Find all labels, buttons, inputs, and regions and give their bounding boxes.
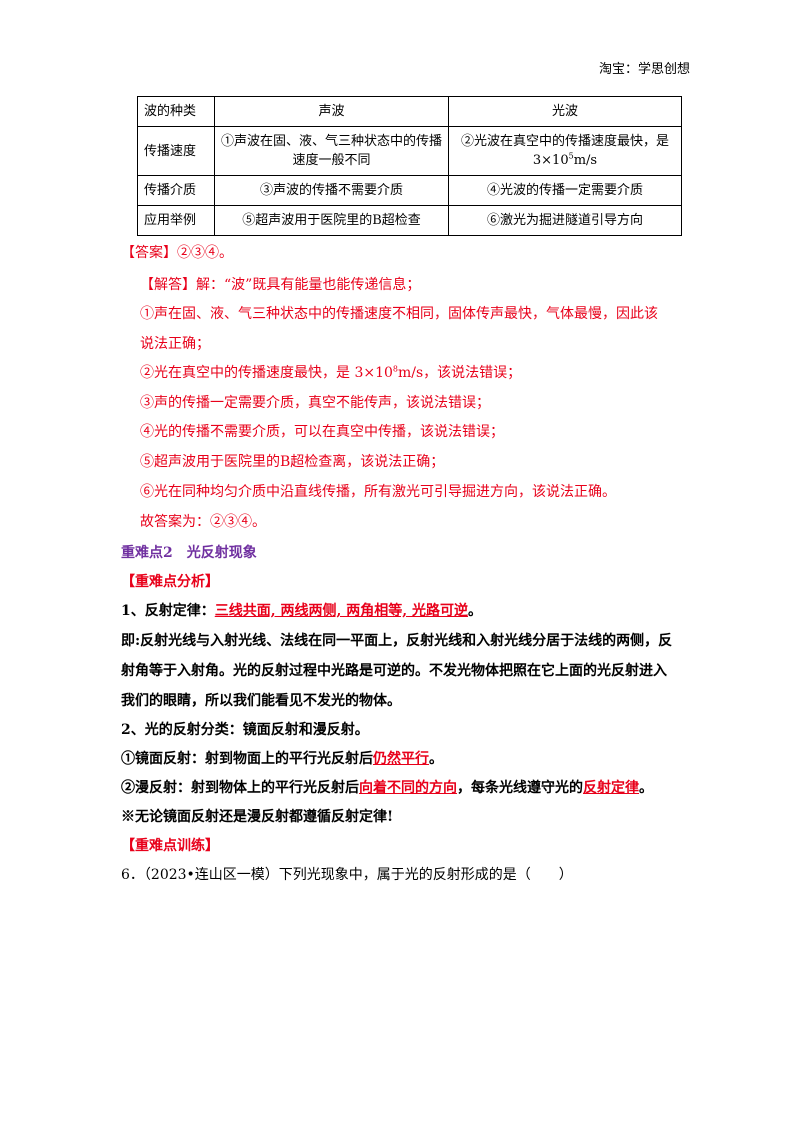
diffuse-reflection: ②漫反射：射到物体上的平行光反射后向着不同的方向，每条光线遵守光的反射定律。 [121, 777, 653, 797]
table-row: 波的种类 声波 光波 [137, 96, 682, 127]
table-row: 传播速度 ①声波在固、液、气三种状态中的传播速度一般不同 ②光波在真空中的传播速… [137, 126, 682, 176]
diffuse-key: 反射定律 [583, 780, 639, 796]
diffuse-prefix: ②漫反射：射到物体上的平行光反射后 [121, 780, 359, 796]
comparison-table: 波的种类 声波 光波 传播速度 ①声波在固、液、气三种状态中的传播速度一般不同 … [137, 96, 682, 236]
analysis-item: ③声的传播一定需要介质，真空不能传声，该说法错误； [140, 395, 490, 411]
analysis-item: ⑤超声波用于医院里的B超检查离，该说法正确； [140, 454, 445, 470]
answer-line: 【答案】②③④。 [121, 242, 233, 262]
table-header-cell: 波的种类 [137, 96, 215, 127]
law-key: 三线共面, 两线两侧, 两角相等, 光路可逆 [214, 603, 468, 619]
table-row-label: 应用举例 [137, 205, 215, 236]
reflection-law: 1、反射定律：三线共面, 两线两侧, 两角相等, 光路可逆。 [121, 600, 482, 620]
table-cell: ③声波的传播不需要介质 [214, 175, 449, 206]
table-row-label: 传播介质 [137, 175, 215, 206]
analysis-item: ⑥光在同种均匀介质中沿直线传播，所有激光可引导掘进方向，该说法正确。 [140, 484, 616, 500]
analysis-item-text: m/s，该说法错误； [398, 365, 522, 381]
analysis-item: 说法正确； [140, 336, 210, 352]
reflection-types: 2、光的反射分类：镜面反射和漫反射。 [121, 722, 369, 738]
mirror-end: 。 [429, 751, 443, 767]
table-cell-unit: m/s [573, 153, 598, 168]
mirror-prefix: ①镜面反射：射到物面上的平行光反射后 [121, 751, 373, 767]
explain-line: 即:反射光线与入射光线、法线在同一平面上，反射光线和入射光线分居于法线的两侧，反 [121, 633, 673, 649]
analysis-item: ①声在固、液、气三种状态中的传播速度不相同，固体传声最快，气体最慢，因此该 [140, 306, 658, 322]
practice-heading: 【重难点训练】 [121, 838, 219, 854]
analysis-item: ②光在真空中的传播速度最快，是 3×108m/s，该说法错误； [140, 362, 521, 382]
diffuse-end: 。 [639, 780, 653, 796]
table-cell-text: ②光波在真空中的传播速度最快，是 [460, 134, 669, 149]
table-cell: ⑤超声波用于医院里的B超检查 [214, 205, 449, 236]
diffuse-key: 向着不同的方向 [359, 780, 457, 796]
diffuse-mid: ，每条光线遵守光的 [457, 780, 583, 796]
page-header: 淘宝：学思创想 [598, 62, 690, 77]
analysis-conclusion: 故答案为：②③④。 [140, 514, 266, 530]
table-header-cell: 光波 [448, 96, 682, 127]
mirror-reflection: ①镜面反射：射到物面上的平行光反射后仍然平行。 [121, 748, 443, 768]
exponent: 8 [392, 364, 398, 374]
table-cell-value: 3×10 [532, 153, 569, 168]
table-row: 应用举例 ⑤超声波用于医院里的B超检查 ⑥激光为掘进隧道引导方向 [137, 205, 682, 236]
answer-label: 【答案】 [121, 245, 177, 261]
analysis-item: ④光的传播不需要介质，可以在真空中传播，该说法错误； [140, 424, 504, 440]
table-header-cell: 声波 [214, 96, 449, 127]
table-cell: ⑥激光为掘进隧道引导方向 [448, 205, 682, 236]
section-title: 重难点2 光反射现象 [121, 545, 257, 561]
note-line: ※无论镜面反射还是漫反射都遵循反射定律! [121, 809, 394, 825]
analysis-label: 【解答】 [140, 277, 196, 293]
answer-value: ②③④。 [177, 245, 233, 261]
table-row-label: 传播速度 [137, 126, 215, 176]
exponent: 5 [568, 151, 574, 161]
explain-line: 射角等于入射角。光的反射过程中光路是可逆的。不发光物体把照在它上面的光反射进入 [121, 663, 667, 679]
analysis-heading: 【重难点分析】 [121, 574, 219, 590]
table-cell: ④光波的传播一定需要介质 [448, 175, 682, 206]
explain-line: 我们的眼睛，所以我们能看见不发光的物体。 [121, 693, 401, 709]
question-line: 6．（2023•连山区一模）下列光现象中，属于光的反射形成的是（ ） [121, 867, 573, 883]
table-row: 传播介质 ③声波的传播不需要介质 ④光波的传播一定需要介质 [137, 175, 682, 206]
mirror-key: 仍然平行 [373, 751, 429, 767]
law-end: 。 [468, 603, 482, 619]
analysis-item-text: ②光在真空中的传播速度最快，是 3×10 [140, 365, 393, 381]
table-cell: ②光波在真空中的传播速度最快，是 3×105m/s [448, 126, 682, 176]
analysis-intro-line: 【解答】解：“波”既具有能量也能传递信息； [140, 274, 420, 294]
analysis-intro: 解：“波”既具有能量也能传递信息； [196, 277, 421, 293]
table-cell: ①声波在固、液、气三种状态中的传播速度一般不同 [214, 126, 449, 176]
law-prefix: 1、反射定律： [121, 603, 215, 619]
